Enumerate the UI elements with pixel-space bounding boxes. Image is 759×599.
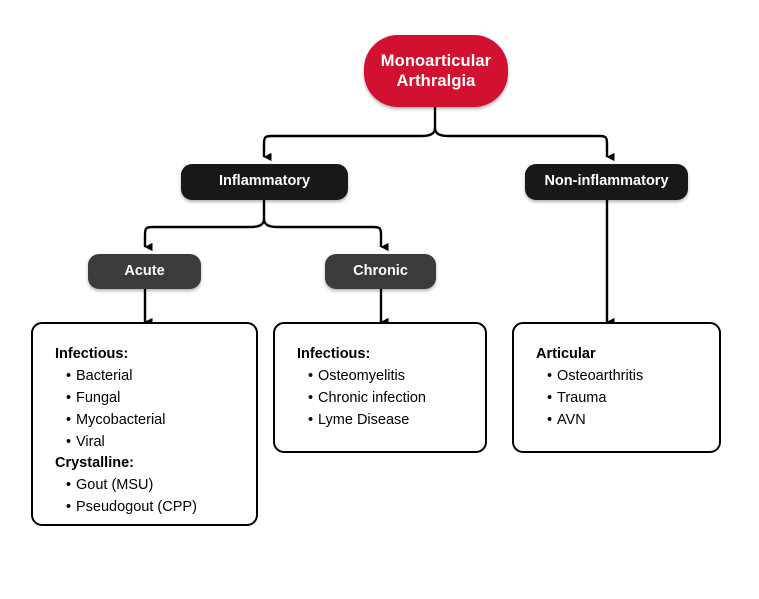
panel-1-group-2-heading: Crystalline: — [55, 455, 134, 472]
list-item: Pseudogout (CPP) — [66, 496, 256, 518]
list-item: Chronic infection — [308, 387, 485, 409]
node-inflammatory[interactable]: Inflammatory — [181, 164, 348, 200]
list-item: Bacterial — [66, 365, 256, 387]
node-chronic[interactable]: Chronic — [325, 254, 436, 289]
node-chronic-label: Chronic — [353, 262, 408, 279]
node-inflammatory-label: Inflammatory — [218, 173, 311, 190]
list-item: Osteomyelitis — [308, 365, 485, 387]
list-item: Mycobacterial — [66, 409, 256, 431]
list-item: Lyme Disease — [308, 409, 485, 431]
list-item: Fungal — [66, 387, 256, 409]
edge-inflammatory-to-level2 — [143, 200, 389, 252]
panel-1-group-1-heading: Infectious: — [55, 346, 129, 362]
panel-2-group-1-list: Osteomyelitis Chronic infection Lyme Dis… — [297, 365, 485, 431]
node-non-inflammatory[interactable]: Non-inflammatory — [525, 164, 688, 200]
panel-1-group-2-list: Gout (MSU) Pseudogout (CPP) — [55, 474, 256, 518]
node-monoarticular-arthralgia[interactable]: Monoarticular Arthralgia — [364, 35, 508, 107]
panel-1-group-1-list: Bacterial Fungal Mycobacterial Viral — [55, 365, 256, 453]
list-item: Trauma — [547, 387, 719, 409]
list-item: Gout (MSU) — [66, 474, 256, 496]
panel-chronic-causes: Infectious: Osteomyelitis Chronic infect… — [273, 322, 487, 453]
node-root-line2: Arthralgia — [396, 72, 476, 90]
node-non-inflammatory-label: Non-inflammatory — [544, 173, 669, 190]
panel-acute-causes: Infectious: Bacterial Fungal Mycobacteri… — [31, 322, 258, 526]
panel-3-group-1-heading: Articular — [536, 346, 596, 362]
panel-3-group-1-list: Osteoarthritis Trauma AVN — [536, 365, 719, 431]
list-item: Osteoarthritis — [547, 365, 719, 387]
edge-root-to-level1 — [262, 107, 615, 162]
panel-non-inflammatory-causes: Articular Osteoarthritis Trauma AVN — [512, 322, 721, 453]
panel-2-group-1-heading: Infectious: — [297, 346, 371, 362]
list-item: Viral — [66, 431, 256, 453]
list-item: AVN — [547, 409, 719, 431]
node-acute[interactable]: Acute — [88, 254, 201, 289]
node-root-line1: Monoarticular — [380, 51, 492, 70]
node-acute-label: Acute — [124, 262, 165, 279]
